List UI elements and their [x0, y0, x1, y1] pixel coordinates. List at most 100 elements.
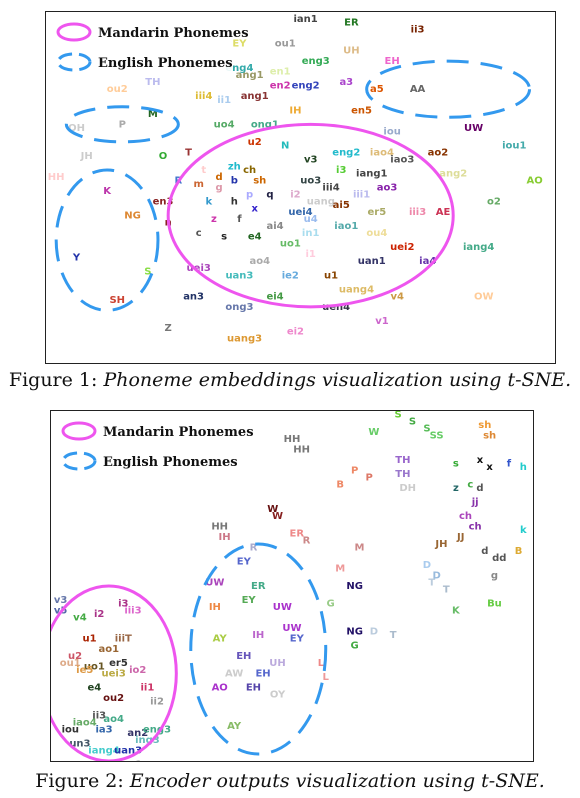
point-label: W — [368, 427, 379, 438]
point-label: K — [103, 186, 112, 197]
point-label: h — [231, 197, 238, 208]
point-label: uei3 — [102, 669, 126, 680]
point-label: uang4 — [339, 284, 374, 295]
point-label: S — [423, 424, 430, 435]
point-label: B — [515, 546, 523, 557]
point-label: ch — [469, 522, 482, 533]
point-label: M — [335, 564, 345, 575]
point-label: iii1 — [353, 190, 370, 201]
point-label: ong1 — [251, 119, 279, 130]
point-label: u1 — [83, 634, 97, 645]
point-label: Z — [165, 323, 172, 334]
point-label: v3 — [304, 154, 318, 165]
point-label: c — [196, 228, 202, 239]
point-label: JH — [434, 539, 447, 550]
point-label: i3 — [336, 165, 346, 176]
point-label: ou2 — [103, 693, 124, 704]
point-label: K — [452, 606, 461, 617]
figure-2-caption-prefix: Figure 2: — [35, 770, 130, 792]
point-label: u4 — [304, 214, 318, 225]
point-label: ia4 — [419, 256, 436, 267]
point-label: g — [491, 571, 498, 582]
point-label: uo4 — [214, 119, 235, 130]
point-label: EY — [242, 595, 257, 606]
point-label: AO — [212, 683, 228, 694]
point-label: N — [281, 140, 289, 151]
point-label: o2 — [487, 197, 501, 208]
point-label: TH — [145, 77, 160, 88]
point-label: S — [144, 267, 151, 278]
point-label: ai4 — [266, 221, 283, 232]
point-label: uen4 — [322, 302, 350, 313]
point-label: ER — [251, 581, 266, 592]
point-label: eng4 — [225, 63, 253, 74]
point-label: ie2 — [282, 270, 299, 281]
point-label: T — [185, 147, 192, 158]
point-label: zh — [228, 161, 241, 172]
point-label: i2 — [94, 609, 104, 620]
point-label: an3 — [183, 291, 204, 302]
legend-mandarin-label: Mandarin Phonemes — [103, 425, 254, 440]
point-label: Y — [72, 253, 81, 264]
point-label: UH — [343, 46, 360, 57]
mandarin-region-ellipse — [51, 584, 178, 761]
point-label: ie5 — [76, 665, 93, 676]
point-label: io2 — [129, 665, 146, 676]
point-label: ao3 — [377, 183, 398, 194]
point-label: c — [467, 480, 473, 491]
point-label: uei2 — [390, 242, 414, 253]
point-label: uo3 — [300, 175, 321, 186]
point-label: IH — [252, 630, 264, 641]
point-label: UW — [464, 123, 483, 134]
point-label: uan3 — [225, 270, 253, 281]
figure-1-svg: AYian1ERii3EYou1UHeng3EHeng4en1ang1THa3o… — [48, 12, 543, 344]
point-label: ang2 — [439, 168, 467, 179]
point-label: d — [476, 483, 483, 494]
point-label: eng3 — [143, 725, 171, 736]
point-label: ong3 — [225, 302, 253, 313]
english-region-ellipse — [189, 542, 328, 756]
legend-mandarin-label: Mandarin Phonemes — [98, 26, 249, 41]
point-label: iao3 — [390, 154, 414, 165]
point-label: s — [453, 459, 459, 470]
point-label: OY — [270, 690, 286, 701]
point-label: S — [409, 417, 416, 428]
point-label: W — [272, 511, 283, 522]
point-label: x — [486, 462, 493, 473]
point-label: ou2 — [107, 84, 128, 95]
point-label: ao4 — [103, 714, 124, 725]
figure-1-caption: Figure 1: Phoneme embeddings visualizati… — [0, 369, 580, 391]
point-label: sh — [253, 175, 266, 186]
point-label: T — [443, 585, 450, 596]
point-label: x — [251, 204, 258, 215]
point-label: ER — [344, 18, 359, 29]
point-label: k — [520, 525, 527, 536]
point-label: SS — [430, 431, 444, 442]
point-label: ch — [459, 511, 472, 522]
point-label: ER — [290, 529, 305, 540]
point-label: iii3 — [409, 207, 426, 218]
point-label: P — [119, 119, 126, 130]
point-label: AY — [222, 12, 237, 14]
point-label: TH — [395, 469, 410, 480]
point-label: G — [351, 641, 359, 652]
point-label: R — [303, 536, 311, 547]
point-label: UH — [269, 658, 286, 669]
legend-english-label: English Phonemes — [103, 455, 238, 470]
point-label: EH — [236, 651, 251, 662]
point-label: er5 — [368, 207, 387, 218]
point-label: ao2 — [428, 147, 449, 158]
point-label: t — [201, 165, 206, 176]
point-label: v1 — [375, 316, 389, 327]
point-label: a3 — [339, 77, 353, 88]
point-label: AO — [527, 175, 543, 186]
point-label: ia3 — [95, 725, 112, 736]
point-label: UW — [282, 623, 301, 634]
english-region-ellipse — [54, 168, 160, 312]
point-label: DH — [399, 483, 416, 494]
figure-2-caption-text: Encoder outputs visualization using t-SN… — [129, 770, 545, 792]
point-label: AY — [227, 721, 242, 732]
point-label: ii3 — [92, 711, 106, 722]
point-label: iou1 — [502, 140, 526, 151]
